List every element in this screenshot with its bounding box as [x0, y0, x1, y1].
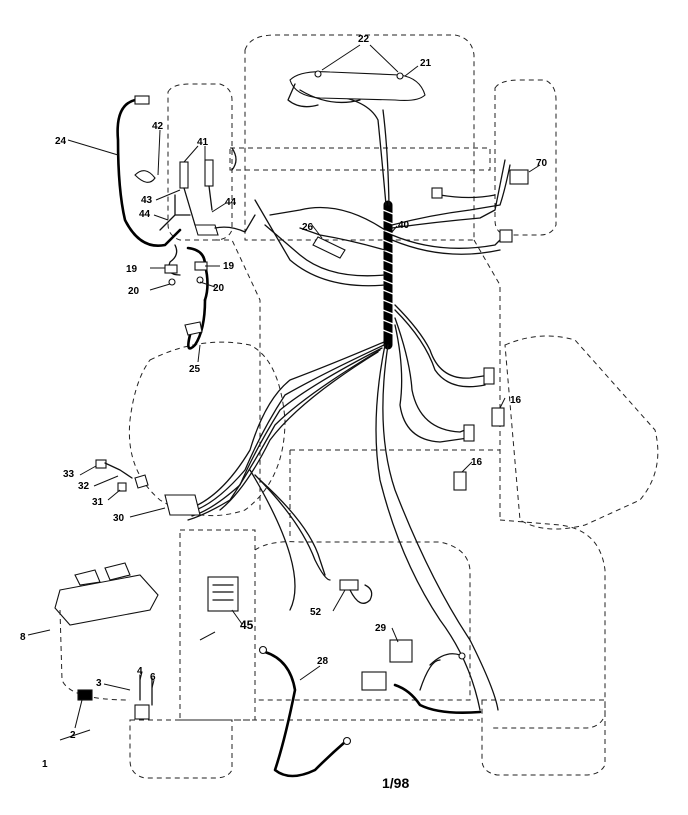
leader-lines: [27, 44, 506, 741]
battery-cable: [258, 645, 352, 778]
callout-8: 8: [20, 632, 26, 643]
callout-40: 40: [398, 220, 410, 231]
lower-left-components: [54, 459, 159, 720]
callout-70: 70: [536, 158, 548, 169]
footer-revision-code: 1/98: [382, 775, 409, 791]
callout-21: 21: [420, 58, 432, 69]
callout-4: 4: [137, 666, 143, 677]
callout-3: 3: [96, 678, 102, 689]
callout-42: 42: [152, 121, 164, 132]
callout-26: 26: [302, 222, 314, 233]
callout-16-lower: 16: [471, 457, 483, 468]
callout-20-left: 20: [128, 286, 140, 297]
callout-29: 29: [375, 623, 387, 634]
callout-25: 25: [189, 364, 201, 375]
callout-24: 24: [55, 136, 67, 147]
callout-20-right: 20: [213, 283, 225, 294]
callout-28: 28: [317, 656, 329, 667]
callout-19-right: 19: [223, 261, 235, 272]
callout-43: 43: [141, 195, 153, 206]
callout-30: 30: [113, 513, 125, 524]
callout-44-left: 44: [139, 209, 151, 220]
callout-45: 45: [240, 618, 254, 632]
callout-16-upper: 16: [510, 395, 522, 406]
callout-6: 6: [150, 672, 156, 683]
callout-1: 1: [42, 759, 48, 770]
starter-cable: [361, 639, 482, 714]
callout-33: 33: [63, 469, 75, 480]
callout-32: 32: [78, 481, 90, 492]
callout-52: 52: [310, 607, 322, 618]
seat-and-safety-switches: [116, 95, 256, 350]
callout-44-right: 44: [225, 197, 237, 208]
main-wiring-harness: [164, 70, 541, 711]
callout-19-left: 19: [126, 264, 138, 275]
callout-2: 2: [70, 730, 76, 741]
tractor-outline: [128, 34, 659, 779]
callout-22: 22: [358, 34, 370, 45]
callout-31: 31: [92, 497, 104, 508]
callout-41: 41: [197, 137, 209, 148]
callout-labels: 1 2 3 4 6 8 16 16 19 19 20 20 21 22 24 2…: [20, 34, 548, 770]
